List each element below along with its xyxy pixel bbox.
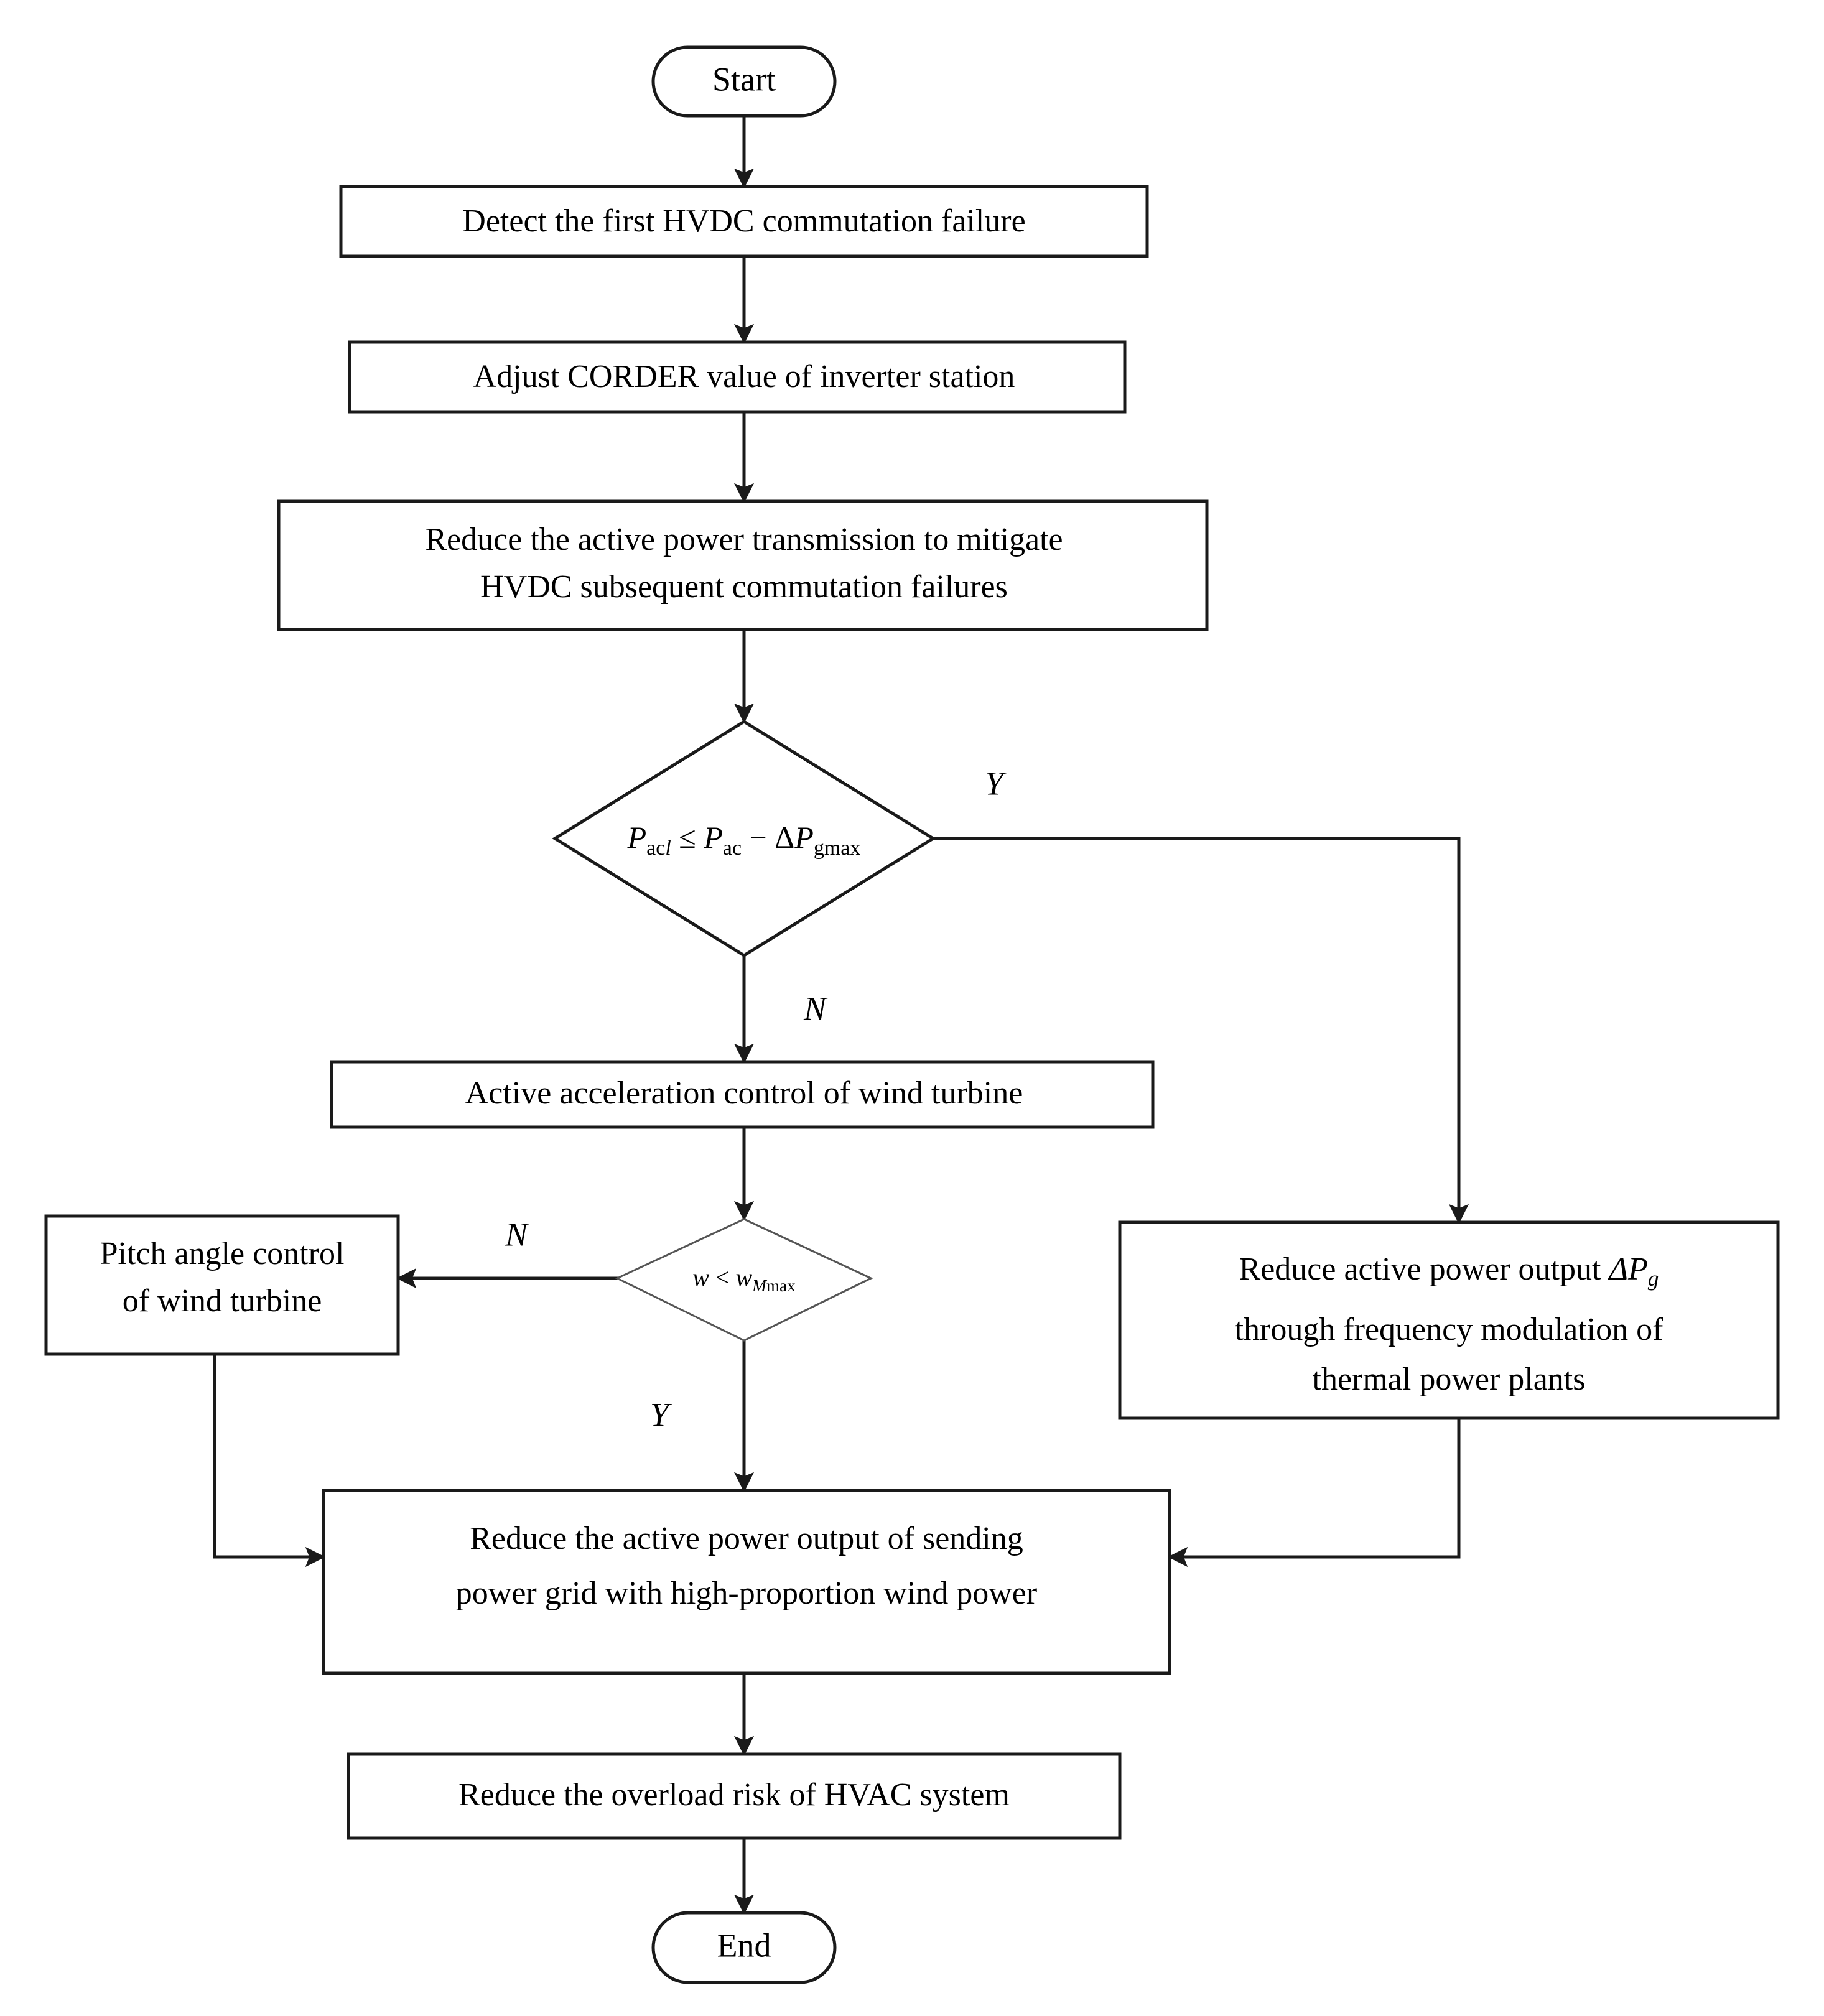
edge-label-decision1-no: N: [803, 990, 828, 1027]
node-thermal-plants[interactable]: Reduce active power output ΔPg through f…: [1118, 1220, 1780, 1420]
formula-op1: ≤: [671, 820, 704, 855]
thermal-p: P: [1627, 1252, 1648, 1287]
node-reduce-output-line2: power grid with high-proportion wind pow…: [456, 1576, 1037, 1611]
edge-pitch-reduceout: [213, 1354, 325, 1568]
thermal-delta: Δ: [1608, 1252, 1628, 1287]
node-active-acceleration[interactable]: Active acceleration control of wind turb…: [330, 1060, 1155, 1129]
edge-label-decision1-yes: Y: [985, 764, 1007, 802]
formula-p1-sub: ac: [646, 837, 665, 860]
node-end-label: End: [717, 1926, 771, 1964]
node-reduce-transmission-line1: Reduce the active power transmission to …: [425, 522, 1063, 557]
formula-w1: w: [692, 1263, 709, 1291]
node-thermal-plants-line1: Reduce active power output ΔPg: [1239, 1252, 1659, 1291]
node-overload-risk[interactable]: Reduce the overload risk of HVAC system: [347, 1752, 1122, 1840]
node-start[interactable]: Start: [651, 45, 837, 118]
node-reduce-output[interactable]: Reduce the active power output of sendin…: [322, 1489, 1171, 1675]
thermal-sub: g: [1648, 1266, 1659, 1291]
formula-p3-sub: gmax: [814, 837, 861, 860]
node-decision-w[interactable]: w < wMmax: [615, 1218, 873, 1342]
node-pitch-angle-line2: of wind turbine: [123, 1283, 322, 1319]
formula-w2: w: [736, 1263, 753, 1291]
formula-p1-subi: l: [665, 837, 671, 860]
node-corder-label: Adjust CORDER value of inverter station: [473, 359, 1015, 394]
formula-w-sub-u: max: [766, 1276, 796, 1295]
node-corder[interactable]: Adjust CORDER value of inverter station: [348, 340, 1127, 414]
node-thermal-plants-line3: thermal power plants: [1313, 1362, 1586, 1397]
node-reduce-transmission-line2: HVDC subsequent commutation failures: [480, 569, 1008, 605]
edge-label-decision2-yes: Y: [650, 1396, 672, 1433]
node-end[interactable]: End: [651, 1911, 837, 1984]
node-pitch-angle[interactable]: Pitch angle control of wind turbine: [44, 1214, 400, 1356]
node-pitch-angle-line1: Pitch angle control: [100, 1236, 345, 1271]
formula-w-op: <: [709, 1263, 736, 1291]
node-reduce-transmission[interactable]: Reduce the active power transmission to …: [277, 499, 1209, 631]
formula-w-sub-i: M: [751, 1276, 767, 1295]
node-thermal-plants-line2: through frequency modulation of: [1235, 1312, 1664, 1347]
edge-decision1-thermal: [933, 837, 1469, 1224]
thermal-line1-pre: Reduce active power output: [1239, 1252, 1609, 1287]
formula-p2-sub: ac: [723, 837, 742, 860]
node-active-acceleration-label: Active acceleration control of wind turb…: [465, 1075, 1023, 1111]
node-detect-label: Detect the first HVDC commutation failur…: [462, 203, 1025, 239]
formula-p1: P: [627, 820, 647, 855]
formula-op2: −: [742, 820, 775, 855]
node-decision-w-formula: w < wMmax: [692, 1263, 796, 1295]
node-reduce-output-line1: Reduce the active power output of sendin…: [470, 1521, 1023, 1556]
node-decision-pac-formula: Pacl ≤ Pac − ΔPgmax: [627, 820, 861, 859]
node-detect[interactable]: Detect the first HVDC commutation failur…: [339, 185, 1149, 258]
node-decision-pac[interactable]: Pacl ≤ Pac − ΔPgmax: [552, 720, 936, 957]
connector-layer: [213, 116, 1469, 1915]
edge-thermal-reduceout: [1168, 1418, 1461, 1568]
formula-delta: Δ: [775, 820, 794, 855]
formula-p2: P: [703, 820, 723, 855]
node-start-label: Start: [712, 60, 776, 98]
edge-label-decision2-no: N: [505, 1215, 529, 1253]
formula-p3: P: [794, 820, 814, 855]
node-overload-risk-label: Reduce the overload risk of HVAC system: [458, 1777, 1010, 1813]
